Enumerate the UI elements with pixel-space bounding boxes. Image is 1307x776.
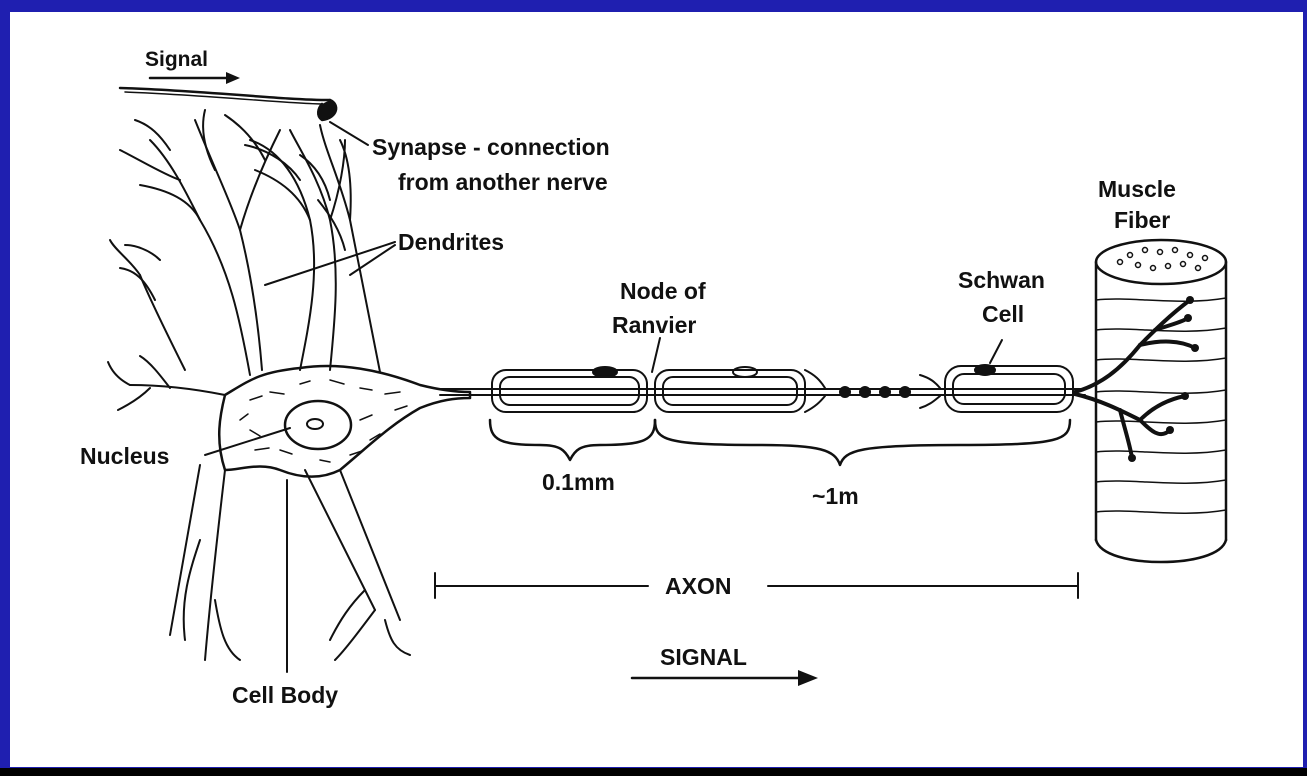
schwann-cell-nucleus: [593, 367, 617, 377]
myelin-segment-partial: [805, 370, 825, 412]
dimension-small-label: 0.1mm: [542, 469, 615, 495]
axon-label: AXON: [665, 573, 731, 599]
myelin-segment: [492, 370, 647, 412]
dendrite-tree: [108, 110, 410, 660]
muscle-label-line1: Muscle: [1098, 176, 1176, 202]
brace-small: [490, 420, 655, 460]
muscle-fiber-bottom: [1096, 540, 1226, 562]
muscle-label-line2: Fiber: [1114, 207, 1170, 233]
muscle-fiber-dots: [1118, 248, 1208, 271]
synapse-leader: [330, 122, 368, 145]
signal-bottom-label: SIGNAL: [660, 644, 747, 670]
node-leader: [652, 338, 660, 372]
schwann-cell-nucleus: [733, 367, 757, 377]
synapse-label-line2: from another nerve: [398, 169, 608, 195]
dimension-large-label: ~1m: [812, 483, 859, 509]
motor-end-plate: [1075, 300, 1195, 458]
signal-bottom-arrowhead: [798, 670, 818, 686]
node-label-line2: Ranvier: [612, 312, 696, 338]
schwan-label-line2: Cell: [982, 301, 1024, 327]
synapse-terminal: [318, 100, 336, 120]
node-label-line1: Node of: [620, 278, 706, 304]
signal-top-arrowhead: [226, 72, 240, 84]
nucleolus: [307, 419, 323, 429]
nucleus: [285, 401, 351, 449]
signal-top-label: Signal: [145, 48, 208, 71]
cell-body-outline: [219, 366, 470, 477]
axon-ellipsis: [839, 386, 911, 398]
schwan-leader: [990, 340, 1002, 363]
cell-body-label: Cell Body: [232, 682, 338, 708]
synapse-label-line1: Synapse - connection: [372, 134, 610, 160]
dendrites-leader-a: [265, 242, 395, 285]
nucleus-leader: [205, 428, 290, 455]
schwan-label-line1: Schwan: [958, 267, 1045, 293]
dendrites-label: Dendrites: [398, 229, 504, 255]
brace-large: [655, 420, 1070, 465]
muscle-fiber-top: [1096, 240, 1226, 284]
nucleus-label: Nucleus: [80, 443, 169, 469]
schwann-cell-nucleus: [975, 365, 995, 375]
myelin-segment: [655, 370, 805, 412]
